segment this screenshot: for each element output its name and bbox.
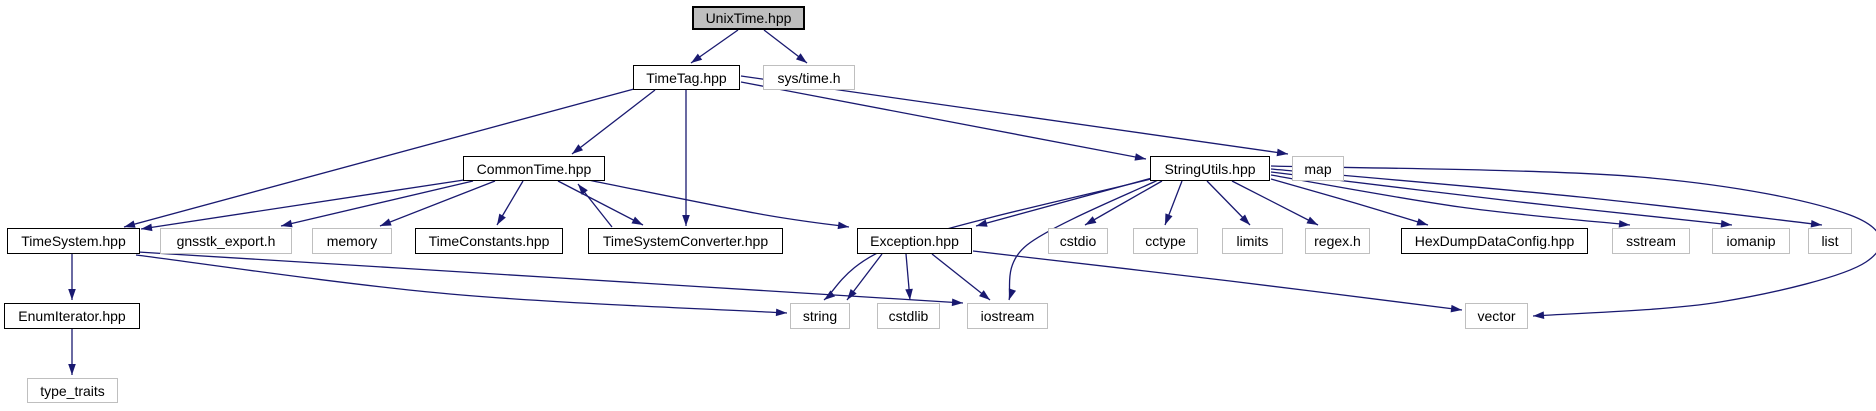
arrowhead-exception-vector xyxy=(1450,304,1462,313)
arrowhead-stringutils-sstream xyxy=(1618,220,1630,228)
graph-node-timesystem[interactable]: TimeSystem.hpp xyxy=(7,228,140,254)
graph-node-enumiterator[interactable]: EnumIterator.hpp xyxy=(4,303,140,329)
arrowhead-stringutils-string xyxy=(824,290,836,300)
arrowhead-stringutils-exception xyxy=(976,219,988,227)
arrowhead-timetag-commontime xyxy=(572,144,584,154)
graph-node-gnsstkexport: gnsstk_export.h xyxy=(160,228,292,254)
graph-node-list: list xyxy=(1808,228,1852,254)
edge-stringutils-iostream xyxy=(1008,179,1159,301)
arrowhead-commontime-timesystem xyxy=(141,223,153,232)
arrowhead-exception-string xyxy=(847,288,857,300)
arrowhead-stringutils-iostream xyxy=(1008,288,1017,300)
graph-node-memory: memory xyxy=(312,228,392,254)
edge-timesystem-string xyxy=(135,254,788,314)
arrowhead-commontime-memory xyxy=(380,218,392,226)
graph-node-limits: limits xyxy=(1222,228,1283,254)
graph-node-tsconverter[interactable]: TimeSystemConverter.hpp xyxy=(588,228,783,254)
arrowhead-enumiterator-typetraits xyxy=(68,364,76,375)
edge-timetag-commontime xyxy=(571,89,656,155)
arrowhead-commontime-tsconverter xyxy=(631,216,643,225)
arrowhead-stringutils-list xyxy=(1810,219,1822,228)
graph-node-map: map xyxy=(1292,156,1344,181)
edge-stringutils-cstdio xyxy=(1084,180,1163,226)
graph-node-cstdio: cstdio xyxy=(1048,228,1108,254)
arrowhead-timesystem-string xyxy=(775,308,787,317)
edge-commontime-tsconverter xyxy=(557,180,644,226)
graph-node-iostream: iostream xyxy=(967,303,1048,329)
arrowhead-stringutils-regexh xyxy=(1306,216,1318,225)
graph-node-iomanip: iomanip xyxy=(1712,228,1790,254)
edge-commontime-timesystem xyxy=(140,179,465,230)
arrowhead-stringutils-hexdump xyxy=(1416,218,1428,226)
graph-node-string: string xyxy=(790,303,850,329)
arrowhead-unixtime-timetag xyxy=(691,53,703,63)
graph-node-typetraits: type_traits xyxy=(27,378,118,403)
graph-node-cctype: cctype xyxy=(1133,228,1198,254)
arrowhead-commontime-timeconstants xyxy=(497,213,506,225)
edge-stringutils-vector xyxy=(1270,165,1876,317)
arrowhead-exception-cstdlib xyxy=(905,288,913,300)
graph-node-exception[interactable]: Exception.hpp xyxy=(857,228,972,254)
arrowhead-stringutils-cctype xyxy=(1165,213,1173,225)
graph-node-timetag[interactable]: TimeTag.hpp xyxy=(633,65,740,90)
arrowhead-timetag-map xyxy=(1276,148,1288,157)
arrowhead-exception-iostream xyxy=(979,290,990,300)
graph-node-cstdlib: cstdlib xyxy=(877,303,940,329)
arrowhead-stringutils-limits xyxy=(1239,214,1250,225)
edge-stringutils-regexh xyxy=(1231,180,1319,226)
graph-node-sstream: sstream xyxy=(1612,228,1690,254)
arrowhead-timesystem-enumiterator xyxy=(68,289,76,300)
arrowhead-timetag-stringutils xyxy=(1134,153,1146,161)
arrowhead-commontime-exception xyxy=(837,221,849,230)
arrowhead-timetag-tsconverter xyxy=(682,215,690,226)
graph-node-stringutils[interactable]: StringUtils.hpp xyxy=(1150,156,1270,181)
arrowhead-stringutils-cstdio xyxy=(1085,216,1097,225)
edge-exception-iostream xyxy=(931,253,991,301)
arrowhead-unixtime-systime xyxy=(795,53,807,63)
graph-node-timeconstants[interactable]: TimeConstants.hpp xyxy=(415,228,563,254)
edge-timetag-timesystem xyxy=(123,88,635,228)
graph-node-commontime[interactable]: CommonTime.hpp xyxy=(463,156,605,181)
arrowhead-tsconverter-commontime xyxy=(578,184,588,195)
arrowhead-timetag-timesystem xyxy=(124,220,136,228)
graph-node-hexdump[interactable]: HexDumpDataConfig.hpp xyxy=(1401,228,1588,254)
arrowhead-stringutils-iomanip xyxy=(1720,220,1732,228)
edge-commontime-memory xyxy=(379,180,496,227)
edge-timetag-stringutils xyxy=(740,81,1147,160)
arrowhead-stringutils-vector xyxy=(1533,311,1545,319)
edge-exception-vector xyxy=(972,250,1463,311)
edge-stringutils-sstream xyxy=(1270,174,1631,226)
edge-commontime-gnsstkexport xyxy=(280,180,474,227)
edge-timesystem-iostream xyxy=(137,251,964,304)
graph-node-regexh: regex.h xyxy=(1305,228,1370,254)
graph-node-unixtime: UnixTime.hpp xyxy=(692,6,805,30)
edge-commontime-exception xyxy=(587,179,850,228)
graph-node-systime: sys/time.h xyxy=(763,65,855,90)
graph-node-vector: vector xyxy=(1465,303,1528,329)
arrowhead-timesystem-iostream xyxy=(951,298,963,307)
arrowhead-commontime-gnsstkexport xyxy=(281,219,293,228)
edge-stringutils-hexdump xyxy=(1270,178,1429,226)
